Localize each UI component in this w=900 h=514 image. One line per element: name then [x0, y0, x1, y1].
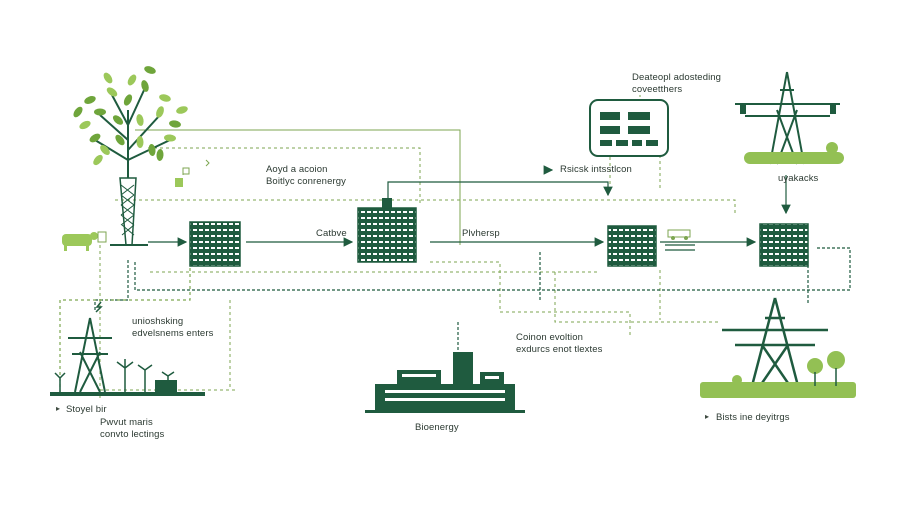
middle-right-label-2: exdurcs enot tlextes: [516, 344, 603, 355]
tree-caption-2: Boitlyc conrenergy: [266, 176, 346, 187]
leaf-icon: [100, 145, 110, 155]
leaf-icon: [103, 72, 113, 84]
factory-label: Bioenergy: [415, 422, 459, 433]
left-note-1: unioshsking: [132, 316, 184, 327]
bottom-left-label-1: Stoyel bir: [66, 404, 107, 415]
bullet-icon: ▸: [705, 412, 710, 421]
power-tower-icon: [68, 301, 112, 393]
leaf-icon: [156, 106, 164, 118]
leaf-icon: [156, 149, 164, 161]
power-tower-icon: [735, 71, 840, 165]
leaf-icon: [169, 120, 181, 128]
building-icon: [155, 380, 177, 392]
leaf-icon: [136, 114, 144, 126]
left-note-2: edvelsnems enters: [132, 328, 214, 339]
leaf-icon: [94, 108, 106, 116]
leaf-icon: [79, 120, 91, 130]
leaf-icon: [159, 94, 171, 102]
tree-icon: [73, 66, 188, 246]
leaf-icon: [112, 115, 124, 125]
bottom-right-label: Bists ine deyitrgs: [716, 412, 790, 423]
factory-icon: [365, 352, 525, 413]
bullet-icon: ▸: [56, 404, 61, 413]
building-icon: [357, 198, 417, 263]
leaf-icon: [93, 154, 103, 166]
leaf-icon: [106, 87, 118, 97]
tower-right-top-label: uyakacks: [778, 173, 819, 184]
flow-label-1: Catbve: [316, 228, 347, 239]
flow-lines: [59, 165, 851, 395]
ground-line: [50, 392, 205, 396]
dashboard-icon: [589, 99, 669, 157]
rack-label: Rsicsk intsstlcon: [560, 164, 632, 175]
truck-icon: [667, 229, 691, 240]
legend-top-sublabel: coveetthers: [632, 84, 683, 95]
leaf-icon: [148, 144, 156, 156]
bush-icon: [826, 142, 838, 154]
grass-strip: [744, 152, 844, 164]
legend-top-label: Deateopl adosteding: [632, 72, 722, 83]
server-rack-icon: [759, 223, 809, 267]
leaf-icon: [73, 106, 83, 118]
leaf-icon: [176, 106, 188, 114]
server-rack-icon: [607, 225, 657, 267]
tree-caption-1: Aoyd a acoion: [266, 164, 328, 175]
middle-right-label-1: Coinon evoltion: [516, 332, 583, 343]
bottom-left-label-2: Pwvut maris: [100, 417, 153, 428]
flow-label-2: Plvhersp: [462, 228, 500, 239]
bottom-left-label-3: convto lectings: [100, 429, 165, 440]
plug-icon: [175, 159, 210, 187]
leaf-icon: [164, 134, 176, 142]
leaf-icon: [136, 136, 144, 148]
leaf-icon: [141, 80, 149, 92]
tree-icon: [732, 351, 845, 385]
tree-leaves: [73, 66, 188, 166]
leaf-icon: [127, 74, 137, 86]
server-rack-icon: [189, 221, 241, 267]
leaf-icon: [89, 133, 101, 143]
leaf-icon: [84, 96, 96, 104]
grass-strip: [700, 382, 856, 398]
leaf-icon: [123, 94, 133, 106]
wind-turbine-icon: [54, 359, 175, 392]
leaf-icon: [115, 134, 125, 146]
leaf-icon: [144, 66, 156, 74]
cow-icon: [62, 231, 107, 251]
power-tower-icon: [722, 297, 828, 387]
